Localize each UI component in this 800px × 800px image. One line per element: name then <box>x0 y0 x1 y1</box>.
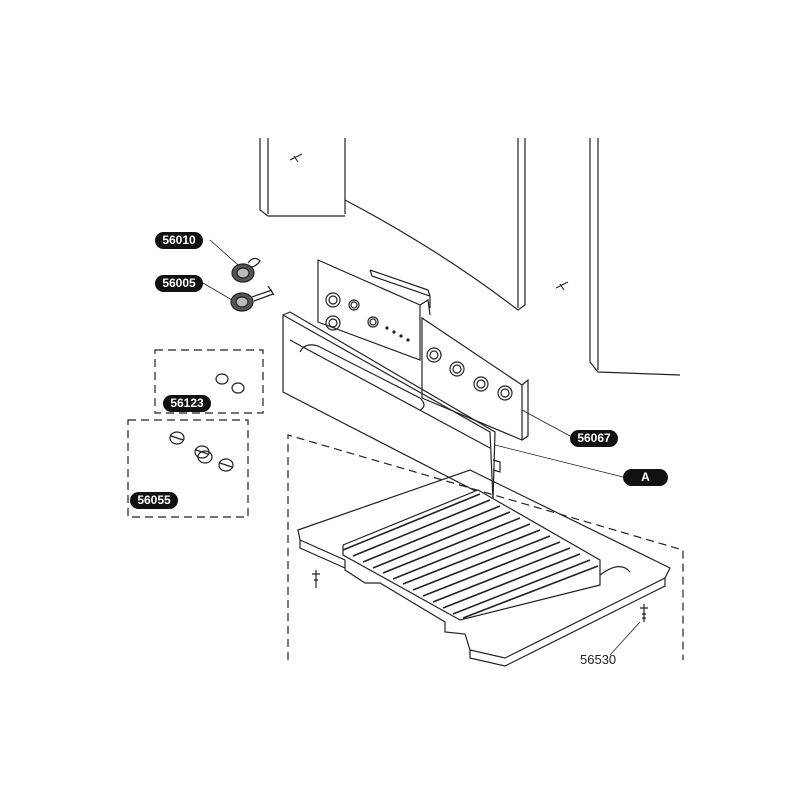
callout-56055: 56055 <box>130 492 178 509</box>
control-panel-backplate <box>369 269 431 308</box>
cabinet-left-side <box>259 138 346 217</box>
knobs-56055 <box>169 431 234 472</box>
knob-56010 <box>231 257 261 283</box>
group-box-56123 <box>154 349 264 414</box>
cabinet-right-side <box>555 138 681 376</box>
drip-tray <box>297 469 671 667</box>
screw-56530 <box>640 604 648 622</box>
callout-a: A <box>623 469 668 486</box>
callout-56067: 56067 <box>570 430 618 447</box>
knob-56005 <box>230 285 275 312</box>
screw-left <box>312 570 320 588</box>
leader-lines <box>202 239 641 656</box>
caps-56123 <box>215 373 245 394</box>
callout-56010: 56010 <box>155 232 203 249</box>
callout-56530: 56530 <box>580 652 617 667</box>
drawer-front <box>282 311 501 501</box>
group-box-56530 <box>287 434 684 660</box>
drip-grille <box>342 493 599 619</box>
faceplate <box>317 259 529 441</box>
callout-56005: 56005 <box>155 275 203 292</box>
callout-56123: 56123 <box>163 395 211 412</box>
cabinet-front <box>344 138 526 311</box>
group-box-56055 <box>127 419 249 518</box>
